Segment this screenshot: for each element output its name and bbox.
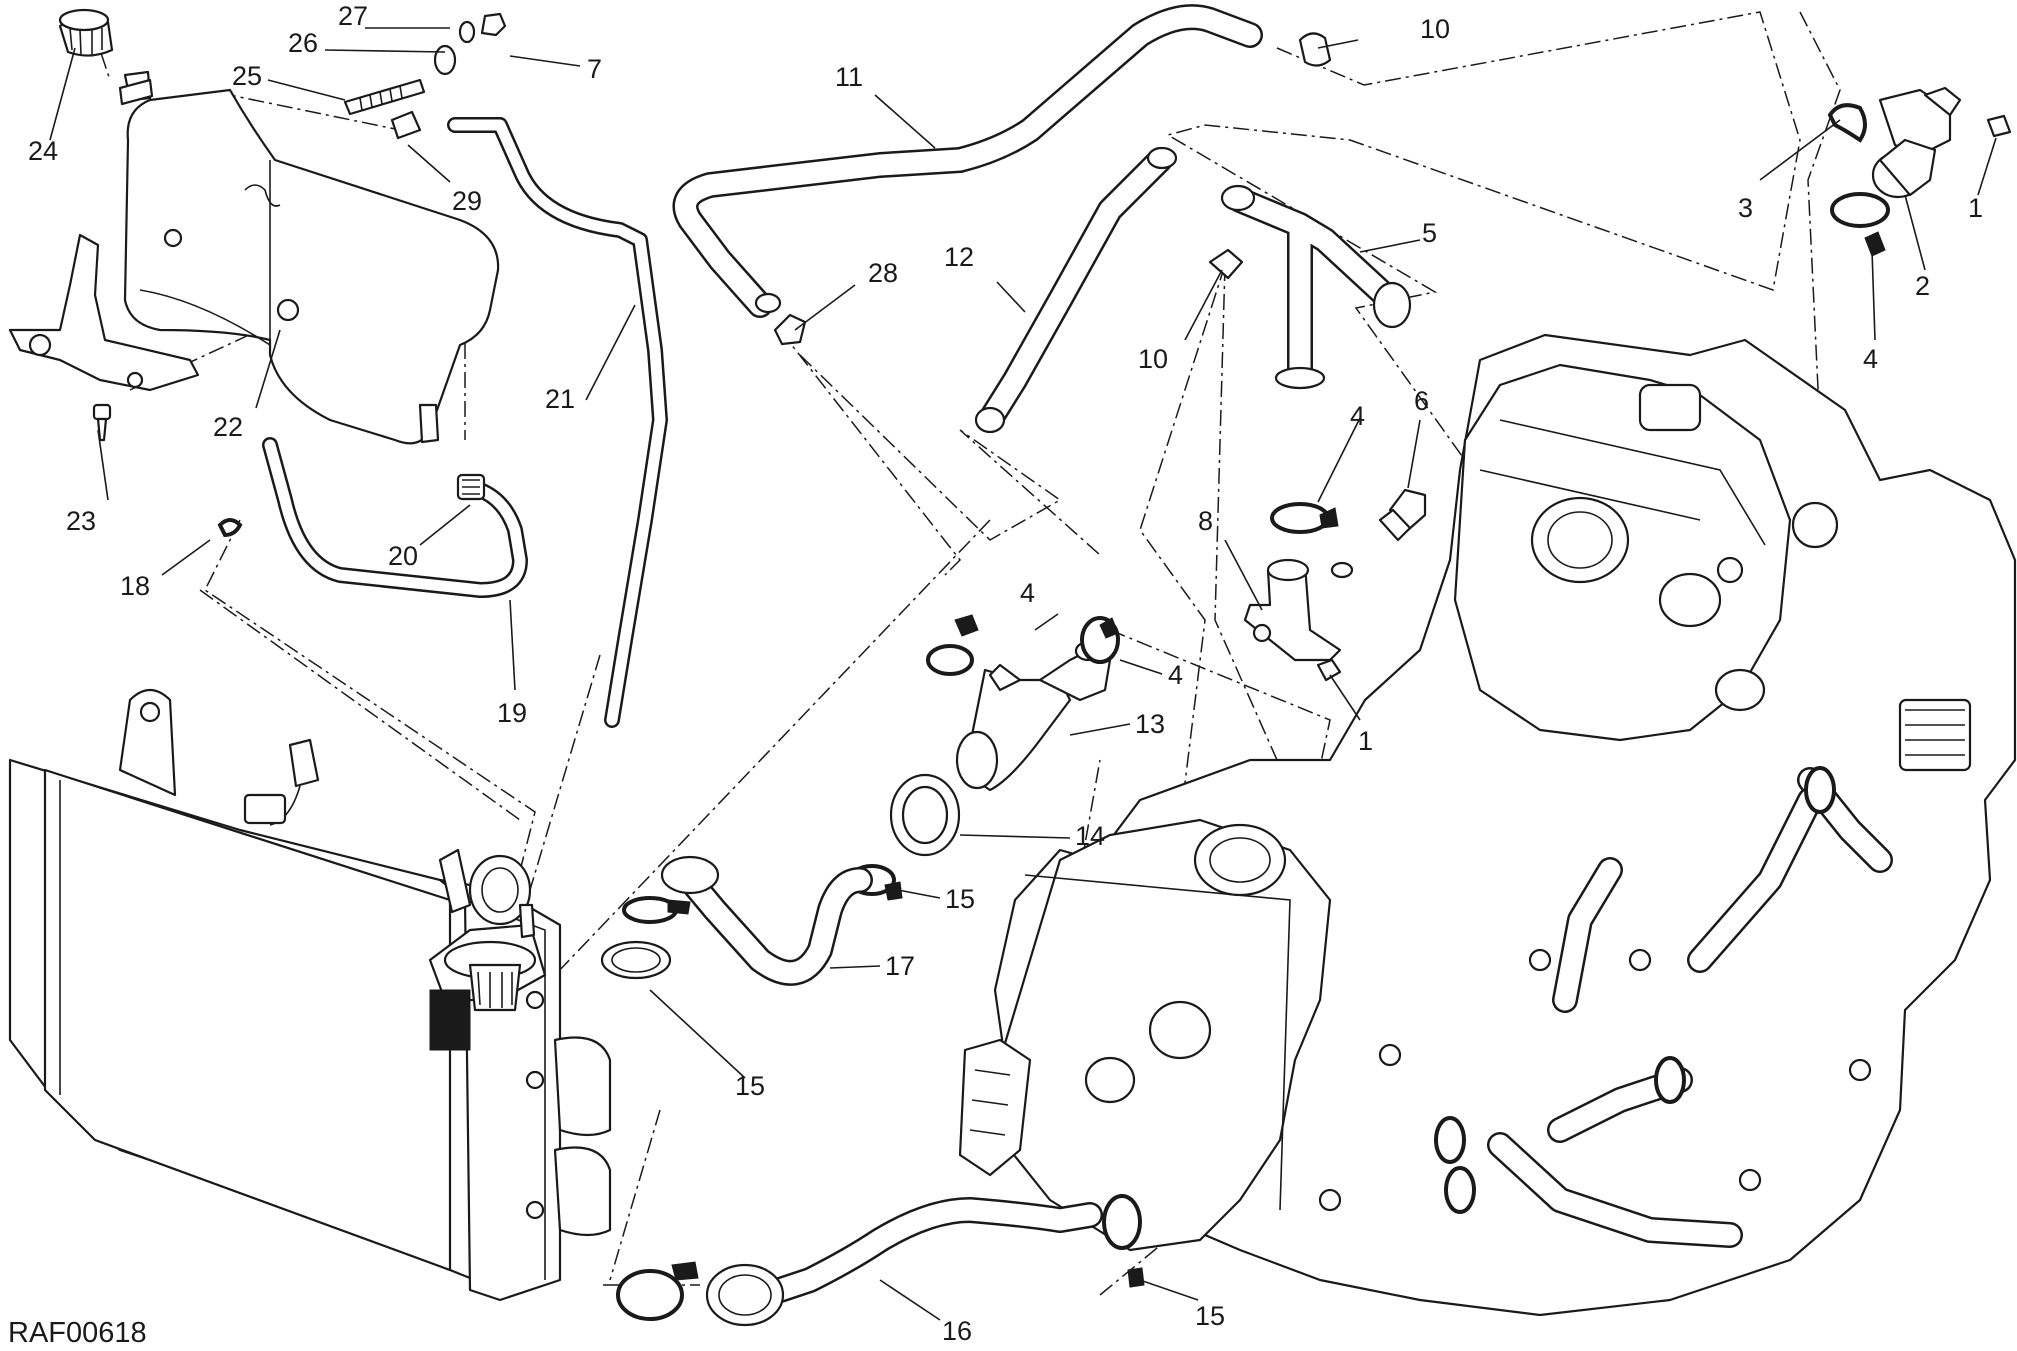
callout-7: 7 bbox=[587, 54, 602, 84]
callout-13: 13 bbox=[1135, 709, 1165, 739]
callout-4-union: 4 bbox=[1350, 401, 1365, 431]
seal-14 bbox=[889, 773, 961, 857]
nut-7 bbox=[480, 12, 507, 37]
clamp-15-bottom-right bbox=[1102, 1194, 1145, 1288]
callout-2: 2 bbox=[1915, 271, 1930, 301]
clamp-4-left bbox=[926, 614, 979, 676]
callout-28: 28 bbox=[868, 258, 898, 288]
callout-8: 8 bbox=[1198, 506, 1213, 536]
clamp-29 bbox=[390, 110, 422, 140]
callout-12: 12 bbox=[944, 242, 974, 272]
screw-23 bbox=[92, 403, 112, 442]
thermostat-13 bbox=[955, 640, 1112, 792]
callout-6: 6 bbox=[1414, 386, 1429, 416]
screw-1-union bbox=[1316, 658, 1342, 682]
leader-lines bbox=[49, 27, 1997, 1321]
callout-19: 19 bbox=[497, 698, 527, 728]
callout-10-mid: 10 bbox=[1138, 344, 1168, 374]
clamp-28 bbox=[773, 313, 807, 346]
callout-1-top: 1 bbox=[1968, 193, 1983, 223]
callout-14: 14 bbox=[1075, 821, 1105, 851]
callout-3: 3 bbox=[1738, 193, 1753, 223]
clamp-10-mid bbox=[1208, 248, 1244, 280]
clamp-15-bottom-left bbox=[616, 1261, 699, 1321]
clip-3 bbox=[1827, 103, 1867, 143]
radiator bbox=[8, 688, 612, 1302]
washer-26 bbox=[433, 44, 457, 76]
washer-27 bbox=[458, 20, 476, 44]
hose-16 bbox=[705, 1197, 1103, 1327]
connector-20 bbox=[456, 473, 486, 501]
callout-1-union: 1 bbox=[1358, 726, 1373, 756]
clamp-10-top bbox=[1298, 32, 1332, 67]
expansion-tank bbox=[123, 70, 500, 445]
callout-20: 20 bbox=[388, 541, 418, 571]
callout-22: 22 bbox=[213, 412, 243, 442]
tank-bracket bbox=[8, 233, 200, 392]
clamp-4-upper bbox=[1270, 502, 1339, 534]
callout-10-top: 10 bbox=[1420, 14, 1450, 44]
bolt-25 bbox=[343, 78, 426, 116]
callout-11: 11 bbox=[835, 62, 863, 92]
callout-27: 27 bbox=[338, 1, 368, 31]
drawing-code: RAF00618 bbox=[8, 1317, 147, 1349]
clamp-4-right bbox=[1080, 616, 1120, 664]
callout-18: 18 bbox=[120, 571, 150, 601]
hose-21 bbox=[447, 117, 668, 728]
hose-11 bbox=[672, 4, 1263, 318]
screw-1-top bbox=[1986, 114, 2012, 138]
clamp-4-top bbox=[1830, 192, 1890, 257]
callout-24: 24 bbox=[28, 136, 58, 166]
callout-21: 21 bbox=[545, 384, 575, 414]
callout-4-thermo-right: 4 bbox=[1168, 660, 1183, 690]
callout-23: 23 bbox=[66, 506, 96, 536]
temperature-sensor-6 bbox=[1330, 488, 1427, 579]
callout-15-left: 15 bbox=[735, 1071, 765, 1101]
callout-17: 17 bbox=[885, 951, 915, 981]
tank-cap bbox=[58, 8, 154, 106]
coolant-union-8 bbox=[1243, 558, 1342, 662]
coolant-fitting-2 bbox=[1871, 86, 1962, 199]
hose-19 bbox=[262, 437, 528, 598]
engine-block bbox=[958, 333, 2017, 1317]
callout-29: 29 bbox=[452, 186, 482, 216]
clamp-15-left bbox=[600, 896, 691, 980]
callout-15-mid: 15 bbox=[945, 884, 975, 914]
callout-4-top: 4 bbox=[1863, 344, 1878, 374]
callout-labels: 24 27 26 7 25 29 21 22 23 18 19 20 11 12… bbox=[8, 1, 1983, 1349]
hose-17 bbox=[660, 855, 873, 986]
clip-18 bbox=[217, 518, 243, 538]
callout-4-thermo-left: 4 bbox=[1020, 578, 1035, 608]
callout-15-right: 15 bbox=[1195, 1301, 1225, 1331]
callout-25: 25 bbox=[232, 61, 262, 91]
hose-12 bbox=[974, 146, 1178, 434]
callout-26: 26 bbox=[288, 28, 318, 58]
callout-5: 5 bbox=[1422, 218, 1437, 248]
t-pipe-5 bbox=[1220, 184, 1412, 390]
callout-16: 16 bbox=[942, 1316, 972, 1346]
